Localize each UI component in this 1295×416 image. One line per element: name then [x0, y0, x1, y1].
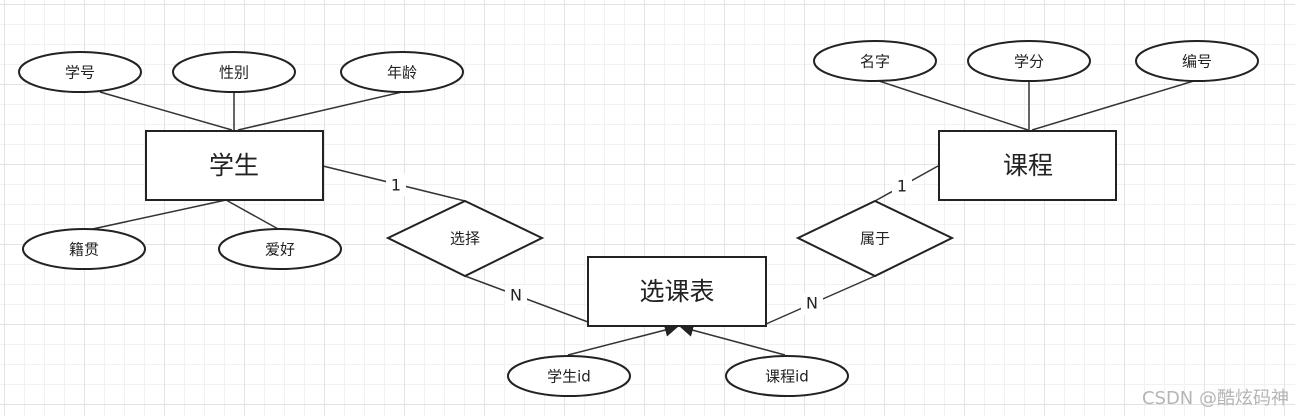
svg-text:名字: 名字 [860, 53, 890, 71]
entity-enrollment[interactable]: 选课表 [587, 256, 767, 327]
svg-text:爱好: 爱好 [265, 241, 295, 259]
svg-text:选课表: 选课表 [639, 277, 714, 306]
card-bg-4 [801, 293, 823, 315]
attribute-age[interactable]: 年龄 [340, 51, 464, 93]
entity-course[interactable]: 课程 [938, 130, 1117, 201]
attribute-course-id[interactable]: 课程id [725, 355, 849, 397]
cardinality-choose-enrollment: N [510, 286, 522, 305]
cardinality-belongs-enrollment: N [806, 294, 818, 313]
attribute-gender[interactable]: 性别 [172, 51, 296, 93]
svg-text:选择: 选择 [450, 230, 480, 248]
svg-text:性别: 性别 [219, 64, 249, 82]
cardinality-student-choose: 1 [391, 176, 401, 195]
attribute-hobby[interactable]: 爱好 [218, 228, 342, 270]
svg-text:学生id: 学生id [547, 368, 591, 386]
attribute-student-id[interactable]: 学生id [507, 355, 631, 397]
attribute-student-no[interactable]: 学号 [18, 51, 142, 93]
entity-student[interactable]: 学生 [145, 130, 324, 201]
svg-text:学分: 学分 [1014, 53, 1044, 71]
svg-text:籍贯: 籍贯 [69, 241, 99, 259]
svg-text:年龄: 年龄 [387, 64, 417, 82]
svg-text:课程id: 课程id [765, 368, 809, 386]
relationship-choose[interactable]: 选择 [385, 199, 545, 278]
watermark: CSDN @酷炫码神 [1141, 388, 1289, 409]
card-bg-3 [892, 175, 912, 197]
connectors [87, 79, 1198, 356]
connector-hometown [87, 199, 227, 231]
arrow-student-id [567, 323, 679, 356]
connector-age [237, 91, 403, 131]
connector-course-no [1031, 79, 1198, 131]
card-bg-1 [386, 174, 406, 196]
attribute-course-no[interactable]: 编号 [1135, 40, 1259, 82]
relationship-belongs-to[interactable]: 属于 [795, 199, 955, 278]
connector-student-no [99, 91, 233, 131]
svg-text:学号: 学号 [65, 64, 95, 82]
card-bg-2 [505, 285, 527, 307]
attribute-course-name[interactable]: 名字 [813, 40, 937, 82]
connector-course-name [875, 79, 1029, 131]
cardinality-course-belongs: 1 [897, 177, 907, 196]
arrow-course-id [679, 323, 786, 356]
svg-text:属于: 属于 [860, 230, 890, 248]
svg-text:编号: 编号 [1182, 53, 1212, 71]
svg-text:学生: 学生 [209, 151, 259, 180]
attribute-hometown[interactable]: 籍贯 [22, 228, 146, 270]
connector-hobby [225, 199, 281, 231]
attribute-credit[interactable]: 学分 [967, 40, 1091, 82]
svg-text:课程: 课程 [1003, 151, 1053, 180]
